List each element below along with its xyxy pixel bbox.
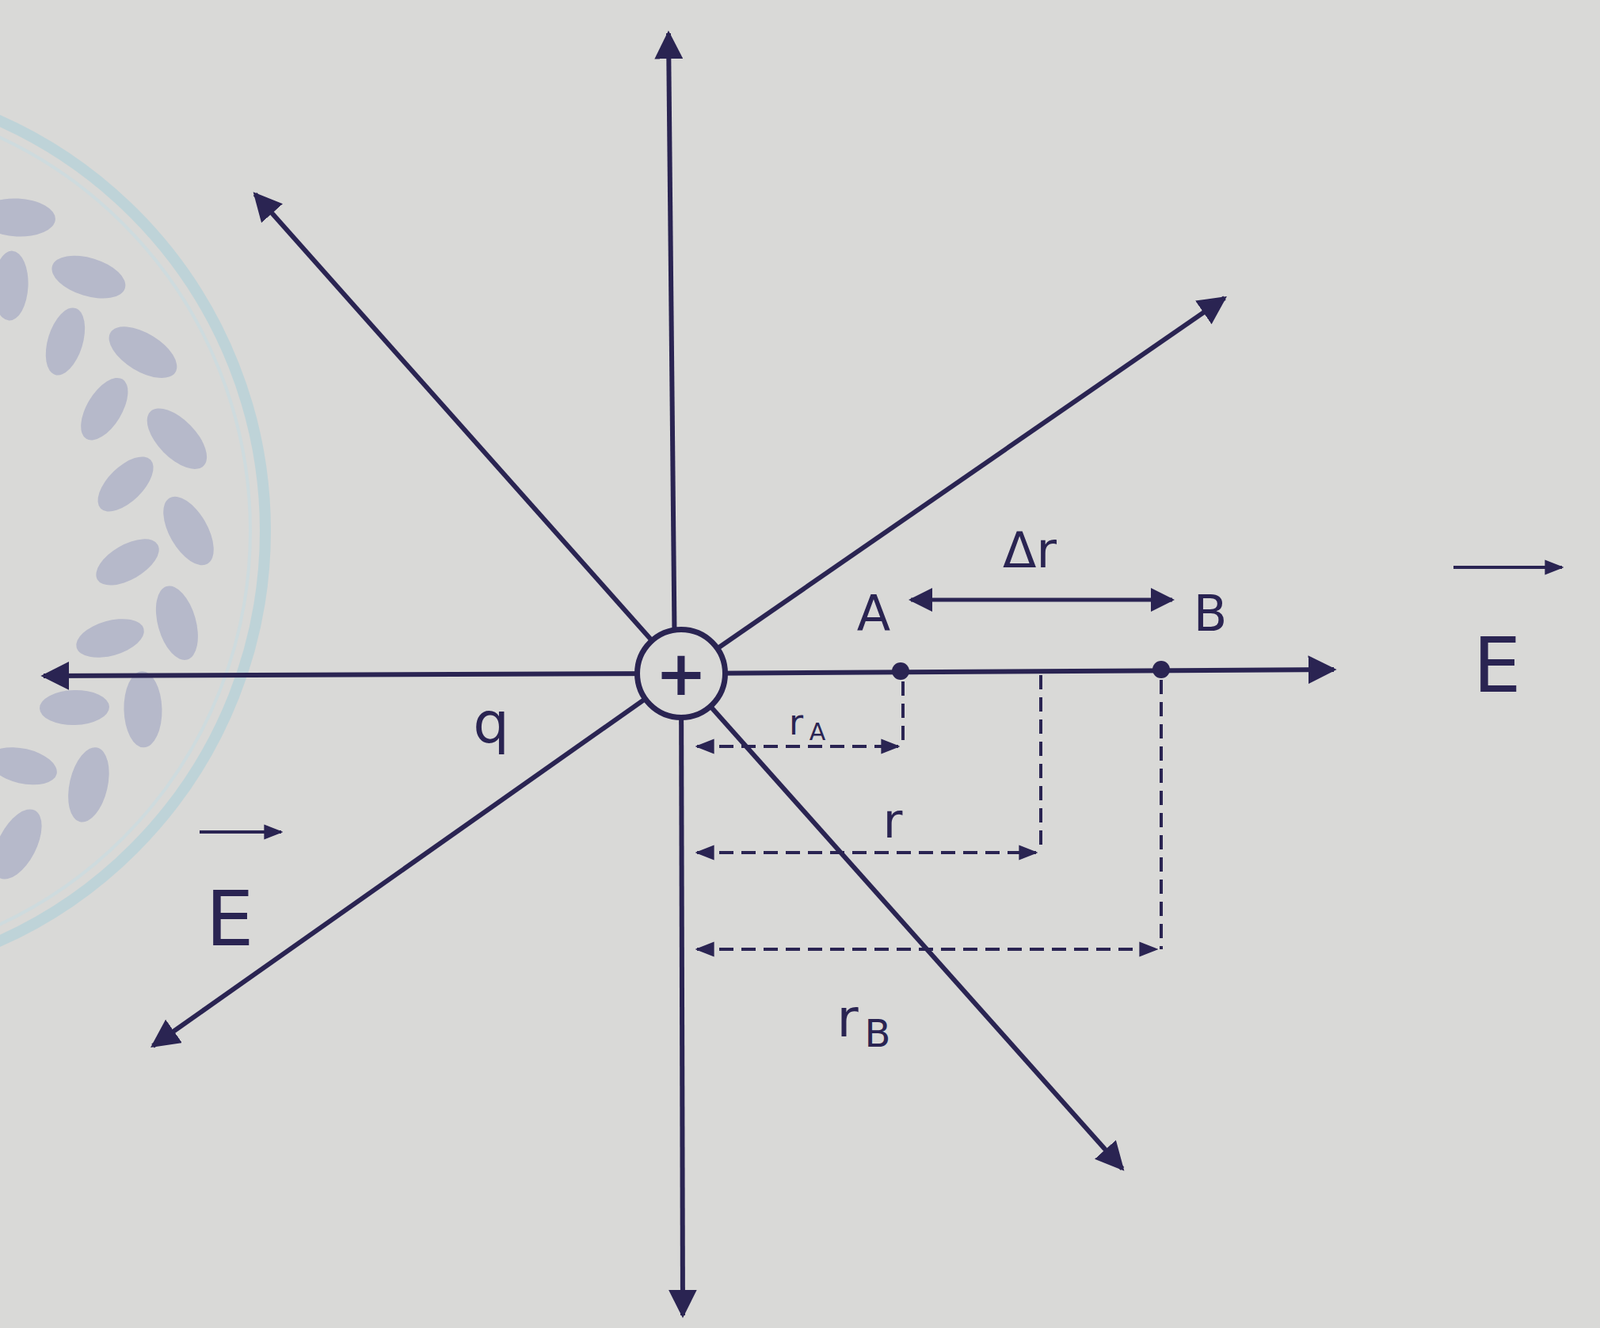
subscript: B xyxy=(864,1013,892,1052)
point-dot xyxy=(891,662,910,680)
distance-label: Δr xyxy=(1002,525,1057,576)
field-label: E xyxy=(1473,627,1522,704)
distance-arrow xyxy=(910,598,1173,602)
watermark xyxy=(0,81,266,980)
field-label: E xyxy=(205,880,255,957)
charge-label: q xyxy=(472,693,510,751)
charge-sign: + xyxy=(655,642,707,705)
subscript: A xyxy=(809,720,827,744)
field-lines xyxy=(43,33,1334,1315)
distance-label: r xyxy=(836,992,858,1045)
point-label: B xyxy=(1193,589,1228,639)
point-label: A xyxy=(857,589,891,639)
point-charge: + xyxy=(634,626,728,720)
vector-arrow xyxy=(1453,565,1562,569)
distance-label: r xyxy=(788,704,804,740)
vector-arrow xyxy=(199,830,282,834)
point-dot xyxy=(1152,660,1170,679)
distance-label: r xyxy=(883,796,903,845)
dimension-lines xyxy=(697,674,1162,949)
